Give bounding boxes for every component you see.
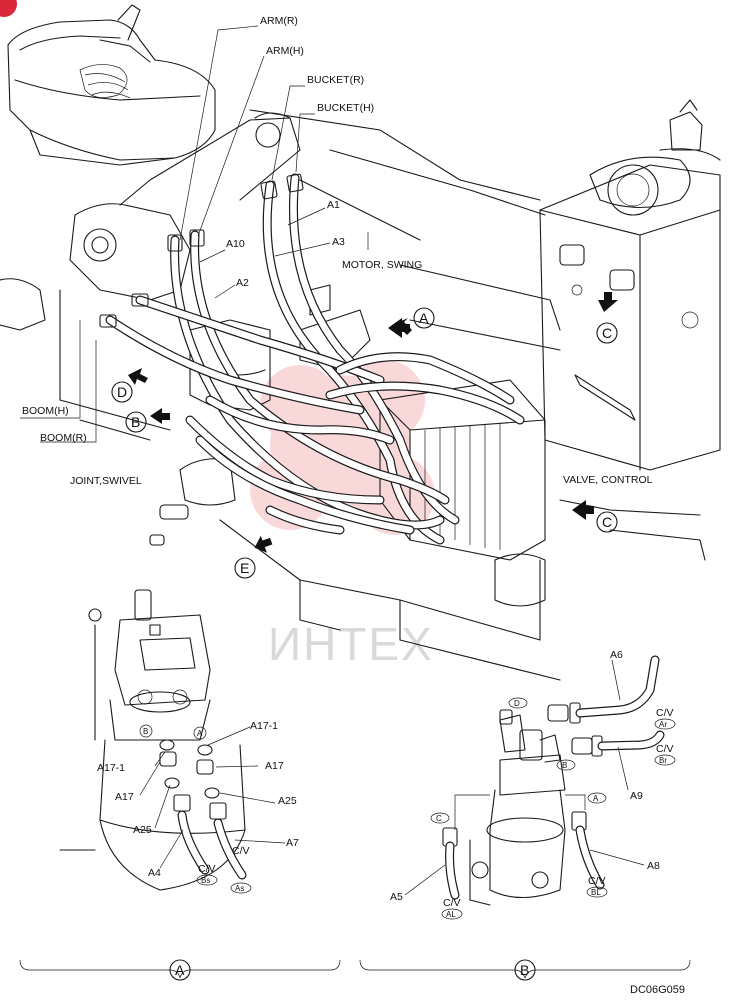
label-motor-swing: MOTOR, SWING: [342, 259, 422, 271]
marker-c-right-bottom: C: [602, 514, 612, 530]
marker-c-right-top: C: [602, 325, 612, 341]
view-marker-circles: [111, 307, 618, 579]
port-c-b: C: [436, 814, 442, 823]
label-a17-left: A17: [115, 791, 134, 803]
port-b-b: B: [562, 761, 567, 770]
label-arm-r: ARM(R): [260, 15, 298, 27]
view-marker-letters: A C C D B E: [117, 310, 612, 576]
label-a5: A5: [390, 891, 403, 903]
cv-bs-bot: Bs: [201, 876, 210, 885]
leader-lines-main: [20, 25, 369, 443]
label-boom-r: BOOM(R): [40, 432, 87, 444]
port-a-b: A: [593, 794, 599, 803]
cv-as-top: C/V: [232, 845, 250, 857]
label-arm-h: ARM(H): [266, 45, 304, 57]
page-badge: [0, 0, 17, 17]
label-a17-1-right: A17-1: [250, 720, 278, 732]
cv-bs-top: C/V: [198, 863, 216, 875]
cv-as-bot: As: [235, 884, 244, 893]
label-a9: A9: [630, 790, 643, 802]
label-a8: A8: [647, 860, 660, 872]
label-joint-swivel: JOINT,SWIVEL: [70, 475, 142, 487]
label-a17-right: A17: [265, 760, 284, 772]
excavator-inset: [7, 4, 216, 166]
label-a6: A6: [610, 649, 623, 661]
cv-ar-top: C/V: [656, 707, 674, 719]
cv-al-bot: AL: [446, 910, 456, 919]
label-a7: A7: [286, 837, 299, 849]
label-valve-control: VALVE, CONTROL: [563, 474, 653, 486]
label-a25-left: A25: [133, 824, 152, 836]
marker-b-left: B: [131, 414, 140, 430]
cv-br-bot: Br: [659, 756, 667, 765]
label-a10: A10: [226, 238, 245, 250]
labels-detail-b: A6 A9 A8 A5 D B C A C/V Ar C/V Br C/V BL…: [390, 649, 676, 920]
section-brackets: [19, 959, 691, 981]
cv-ar-bot: Ar: [659, 720, 667, 729]
port-a-a: A: [197, 729, 203, 738]
label-a17-1-left: A17-1: [97, 762, 125, 774]
hose-bundle: [99, 173, 525, 545]
marker-a-top: A: [419, 310, 429, 326]
section-b-label: B: [520, 962, 529, 978]
labels-detail-a: A17-1 A17-1 A17 A17 A25 A25 A7 A4 B A C/…: [97, 720, 299, 894]
cv-br-top: C/V: [656, 743, 674, 755]
label-boom-h: BOOM(H): [22, 405, 69, 417]
detail-b-control-valve: [404, 655, 665, 906]
marker-d-left: D: [117, 384, 127, 400]
port-d-b: D: [514, 699, 520, 708]
watermark-text: ИНТЕХ: [268, 618, 434, 670]
label-bucket-r: BUCKET(R): [307, 74, 364, 86]
control-valve-main: [299, 284, 546, 561]
label-a4: A4: [148, 867, 161, 879]
view-arrows: [128, 292, 618, 553]
label-a3: A3: [332, 236, 345, 248]
label-bucket-h: BUCKET(H): [317, 102, 374, 114]
section-a-label: A: [175, 962, 185, 978]
label-a2: A2: [236, 277, 249, 289]
label-a25-right: A25: [278, 795, 297, 807]
cv-bl-bot: BL: [591, 888, 601, 897]
cv-bl-top: C/V: [588, 875, 606, 887]
marker-e-bottom: E: [240, 560, 249, 576]
detail-a-swivel-joint: [59, 589, 286, 891]
label-a1: A1: [327, 199, 340, 211]
drawing-code: DC06G059: [630, 984, 685, 996]
labels-main: ARM(R) ARM(H) BUCKET(R) BUCKET(H) A1 A3 …: [22, 15, 653, 487]
port-b-a: B: [143, 727, 148, 736]
cv-al-top: C/V: [443, 897, 461, 909]
